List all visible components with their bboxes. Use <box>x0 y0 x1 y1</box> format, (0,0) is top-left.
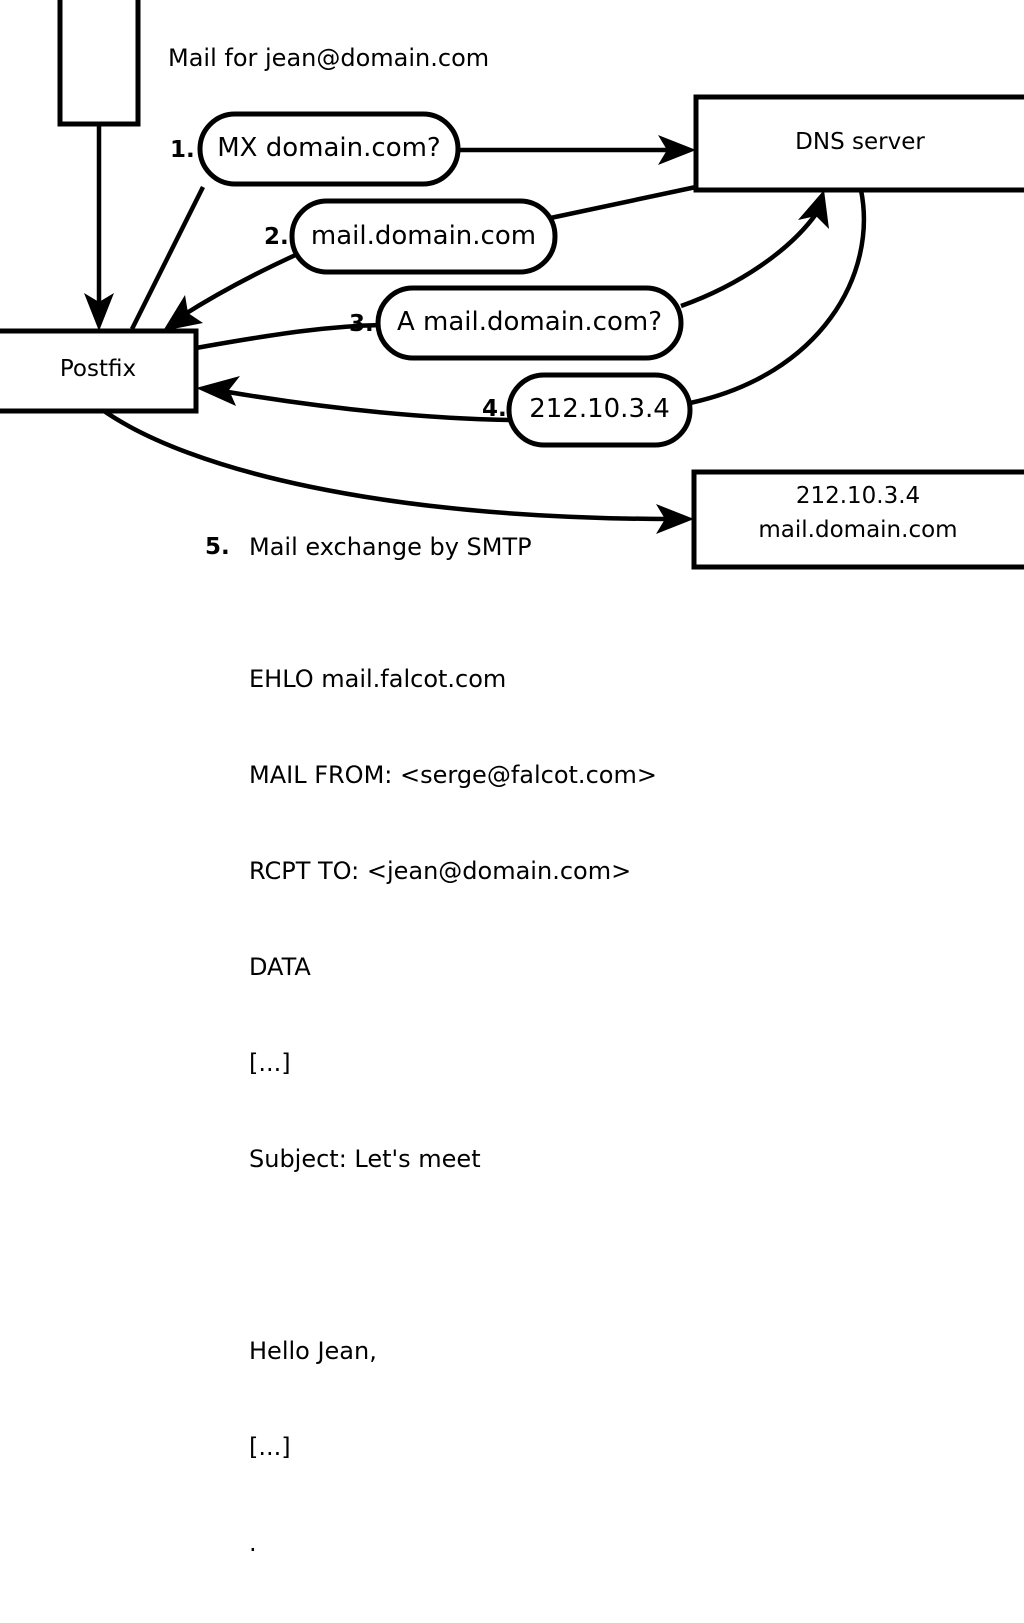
edge-step4-to-postfix <box>196 376 510 423</box>
transcript-line: DATA <box>249 953 311 981</box>
smtp-transcript: EHLO mail.falcot.com MAIL FROM: <serge@f… <box>249 599 657 1623</box>
bubble-step-1 <box>197 111 461 187</box>
node-mail-server-label-host: mail.domain.com <box>758 517 958 543</box>
node-dns-server <box>693 94 1024 193</box>
edge-step2-to-postfix <box>163 250 301 331</box>
transcript-line: . <box>249 1529 257 1557</box>
transcript-line-blank <box>249 1239 657 1271</box>
step-5-number: 5. <box>205 534 230 560</box>
node-postfix <box>0 328 199 414</box>
node-dns-server-label: DNS server <box>795 129 925 155</box>
edge-client-to-postfix <box>84 124 114 331</box>
transcript-line: Subject: Let's meet <box>249 1145 481 1173</box>
edge-dns-to-step4 <box>689 189 867 406</box>
edge-step1-to-dns <box>458 135 696 165</box>
bubble-step-2 <box>289 198 558 275</box>
step-1-number: 1. <box>170 137 195 163</box>
diagram-canvas <box>0 0 1024 570</box>
edge-dns-to-step2 <box>540 184 697 223</box>
step-1-label: MX domain.com? <box>217 133 441 163</box>
step-3-number: 3. <box>349 311 374 337</box>
bubble-step-3 <box>375 285 684 361</box>
step-2-label: mail.domain.com <box>310 221 537 251</box>
edge-step3-to-dns <box>680 190 829 309</box>
node-postfix-label: Postfix <box>59 356 137 382</box>
transcript-line: RCPT TO: <jean@domain.com> <box>249 857 632 885</box>
mail-for-caption: Mail for jean@domain.com <box>168 44 490 72</box>
transcript-line: [...] <box>249 1433 291 1461</box>
edge-postfix-to-step1 <box>129 185 206 331</box>
step-4-label: 212.10.3.4 <box>529 394 670 424</box>
transcript-line: EHLO mail.falcot.com <box>249 665 507 693</box>
step-5-label: Mail exchange by SMTP <box>249 533 532 561</box>
node-mail-server-label-ip: 212.10.3.4 <box>795 483 921 509</box>
bubble-step-4 <box>506 372 693 448</box>
transcript-line: MAIL FROM: <serge@falcot.com> <box>249 761 657 789</box>
node-sender-client <box>57 0 141 127</box>
mail-delivery-diagram: Mail for jean@domain.com Postfix DNS ser… <box>0 0 1024 1557</box>
edge-postfix-to-step3 <box>195 322 384 351</box>
edge-postfix-to-mailserver <box>102 409 694 534</box>
step-2-number: 2. <box>264 224 289 250</box>
transcript-line: Hello Jean, <box>249 1337 377 1365</box>
transcript-line: [...] <box>249 1049 291 1077</box>
step-3-label: A mail.domain.com? <box>397 307 662 337</box>
step-4-number: 4. <box>482 396 507 422</box>
node-mail-server <box>691 469 1024 570</box>
